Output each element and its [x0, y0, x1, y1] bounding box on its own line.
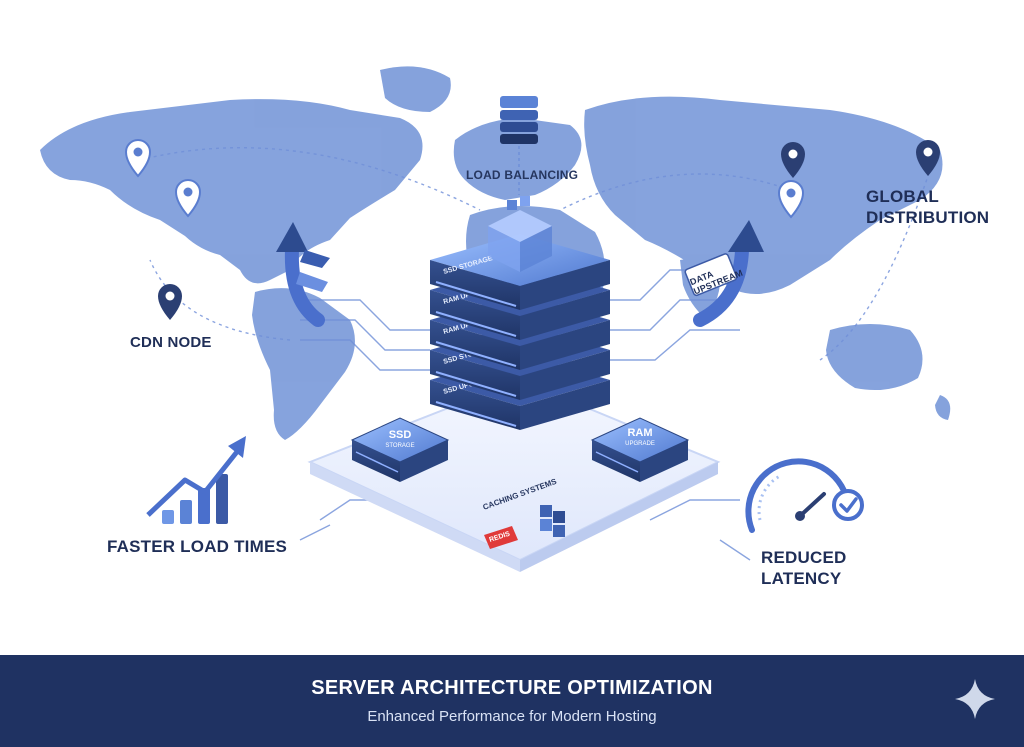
faster-load-times-label: FASTER LOAD TIMES [107, 537, 288, 556]
map-new-zealand [935, 395, 951, 420]
upload-arrow-icon [693, 220, 764, 327]
server-layer-light [435, 281, 517, 307]
server-layer-right [520, 260, 610, 310]
load-balancer-icon [500, 96, 538, 195]
server-layer-right [520, 380, 610, 430]
growth-chart-icon [146, 436, 246, 524]
ssd-storage-module: SSD STORAGE [350, 417, 450, 482]
sparkle-icon [955, 679, 995, 719]
server-layer-right [520, 320, 610, 370]
location-pin-icon [777, 179, 805, 219]
cache-blocks-icon [540, 505, 565, 537]
server-layer-light [435, 401, 517, 427]
map-europe [453, 118, 582, 200]
upload-arrow-icon [276, 222, 330, 327]
location-pin-icon [781, 142, 805, 178]
ram-module-sublabel: UPGRADE [625, 441, 655, 447]
footer-title: SERVER ARCHITECTURE OPTIMIZATION [311, 677, 713, 699]
map-asia [584, 96, 943, 295]
ram-module-label: RAM [627, 427, 652, 439]
network-traces [139, 147, 931, 561]
reduced-latency-line1: REDUCED [761, 548, 847, 567]
cdn-node-label: CDN NODE [130, 334, 212, 351]
server-layer-light [435, 311, 517, 337]
server-layer-light [435, 341, 517, 367]
ssd-module-label: SSD [389, 429, 412, 441]
server-layer-right [520, 290, 610, 340]
global-distribution-pin-icon [916, 140, 940, 176]
ssd-module-sublabel: STORAGE [385, 443, 414, 449]
redis-badge: REDIS [484, 526, 518, 549]
data-tag-icon [684, 253, 738, 297]
server-layer-left [430, 290, 520, 340]
server-layer-light [435, 371, 517, 397]
server-layer-left [430, 380, 520, 430]
map-greenland [380, 66, 451, 112]
reduced-latency-label: REDUCED LATENCY [761, 547, 881, 589]
server-layer-right [520, 350, 610, 400]
server-layer-left [430, 260, 520, 310]
global-distribution-line1: GLOBAL [866, 187, 939, 206]
server-layer-left [430, 320, 520, 370]
map-south-america [252, 288, 355, 440]
map-north-america [40, 99, 423, 284]
location-pin-icon [174, 178, 202, 218]
reduced-latency-line2: LATENCY [761, 569, 842, 588]
footer-banner: SERVER ARCHITECTURE OPTIMIZATION Enhance… [0, 655, 1024, 747]
load-balancing-label: LOAD BALANCING [466, 168, 579, 182]
footer-subtitle: Enhanced Performance for Modern Hosting [367, 708, 657, 725]
server-layer-left [430, 350, 520, 400]
hologram-cube-icon [488, 196, 552, 272]
global-distribution-label: GLOBAL DISTRIBUTION [866, 186, 1006, 228]
map-australia [826, 324, 923, 391]
speedometer-icon [745, 458, 864, 533]
cdn-node-pin-icon [158, 284, 182, 320]
location-pin-icon [124, 138, 152, 178]
ram-upgrade-module: RAM UPGRADE [590, 417, 690, 482]
global-distribution-line2: DISTRIBUTION [866, 208, 990, 227]
